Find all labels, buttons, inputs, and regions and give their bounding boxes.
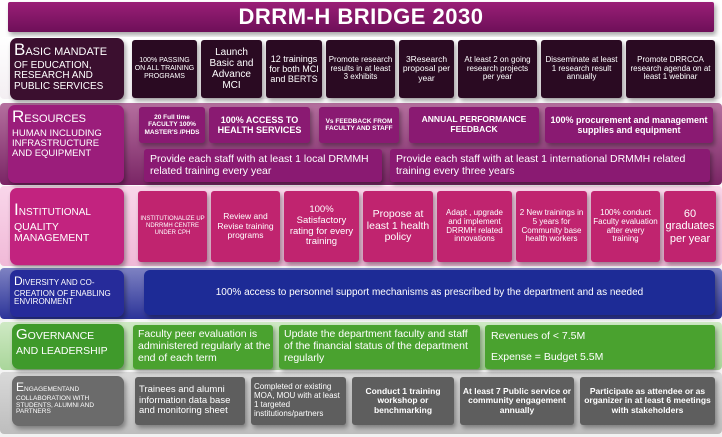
engagement-cell: Participate as attendee or as organizer …	[580, 377, 715, 425]
engagement-cell: Completed or existing MOA, MOU with at l…	[251, 377, 346, 425]
label-rest: ESOURCES	[24, 113, 87, 125]
label-sub: COLLABORATION WITH STUDENTS, ALUMNI AND …	[16, 394, 95, 416]
label-rest: IVERSITY AND CO-	[22, 278, 95, 287]
basic-cell: 100% PASSING ON ALL TRAINING PROGRAMS	[132, 40, 197, 98]
label-cap: E	[16, 380, 25, 394]
institutional-cell: 60 graduates per year	[664, 191, 716, 262]
label-sub: HUMAN INCLUDING INFRASTRUCTURE AND EQUIP…	[12, 127, 102, 159]
basic-cell: 12 trainings for both MCI and BERTS	[266, 40, 322, 98]
governance-cell: Faculty peer evaluation is administered …	[133, 325, 273, 369]
institutional-cell: 100% Satisfactory rating for every train…	[284, 191, 359, 262]
basic-cell: Disseminate at least 1 research result a…	[541, 40, 622, 98]
resources-cell: Vs FEEDBACK FROM FACULTY AND STAFF	[319, 107, 399, 143]
institutional-cell: Review and Revise training programs	[211, 191, 280, 262]
institutional-cell: INSTITUTIONALIZE UP NDRRMH CENTRE UNDER …	[138, 191, 207, 262]
label-sub: CREATION OF ENABLING ENVIRONMENT	[14, 288, 111, 307]
diversity-cell: 100% access to personnel support mechani…	[144, 270, 715, 315]
institutional-cell: 100% conduct Faculty evaluation after ev…	[591, 191, 660, 262]
basic-cell: Promote research results in at least 3 e…	[326, 40, 395, 98]
label-rest: NGAGEMENTAND	[24, 386, 80, 393]
label-sub: QUALITY MANAGEMENT	[14, 220, 90, 244]
institutional-cell: 2 New trainings in 5 years for Community…	[516, 191, 587, 262]
institutional-cell: Propose at least 1 health policy	[363, 191, 433, 262]
row-label-institutional: INSTITUTIONAL QUALITY MANAGEMENT	[10, 188, 124, 265]
resources-cell: 100% procurement and management supplies…	[545, 107, 713, 143]
resources-cell: 20 Full time FACULTY 100% MASTER'S /PHDS	[139, 107, 205, 143]
revenue-text: Revenues of < 7.5M	[491, 329, 586, 342]
row-label-diversity: DIVERSITY AND CO- CREATION OF ENABLING E…	[10, 270, 124, 317]
resources-cell: 100% ACCESS TO HEALTH SERVICES	[209, 107, 310, 143]
basic-cell: Promote DRRCCA research agenda on at lea…	[626, 40, 715, 98]
label-cap: B	[14, 40, 26, 59]
row-label-governance: GOVERNANCE AND LEADERSHIP	[12, 324, 124, 369]
engagement-cell: Trainees and alumni information data bas…	[135, 377, 245, 425]
resources-wide-cell: Provide each staff with at least 1 local…	[144, 149, 382, 182]
governance-budget-cell: Revenues of < 7.5M Expense = Budget 5.5M	[485, 325, 715, 369]
label-sub: AND LEADERSHIP	[16, 344, 108, 357]
label-rest: ASIC MANDATE	[25, 46, 108, 58]
label-cap: G	[16, 326, 28, 343]
basic-cell: Launch Basic and Advance MCI	[201, 40, 262, 98]
engagement-cell: At least 7 Public service or community e…	[460, 377, 574, 425]
engagement-cell: Conduct 1 training workshop or benchmark…	[352, 377, 454, 425]
row-label-basic: BASIC MANDATE OF EDUCATION, RESEARCH AND…	[10, 38, 124, 100]
label-rest: NSTITUTIONAL	[18, 207, 91, 218]
basic-cell: At least 2 on going research projects pe…	[458, 40, 537, 98]
basic-cell: 3Research proposal per year	[399, 40, 454, 98]
governance-cell: Update the department faculty and staff …	[279, 325, 480, 369]
label-cap: D	[14, 274, 23, 288]
row-label-resources: RESOURCES HUMAN INCLUDING INFRASTRUCTURE…	[8, 105, 124, 183]
resources-cell: ANNUAL PERFORMANCE FEEDBACK	[409, 107, 539, 143]
label-cap: I	[14, 200, 19, 219]
label-cap: R	[12, 107, 25, 126]
row-label-engagement: ENGAGEMENTAND COLLABORATION WITH STUDENT…	[12, 376, 124, 426]
institutional-cell: Adapt , upgrade and implement DRRMH rela…	[437, 191, 512, 262]
expense-text: Expense = Budget 5.5M	[491, 350, 604, 363]
label-rest: OVERNANCE	[27, 330, 95, 342]
label-sub: OF EDUCATION, RESEARCH AND PUBLIC SERVIC…	[14, 59, 104, 92]
resources-wide-cell: Provide each staff with at least 1 inter…	[390, 149, 710, 182]
page-title: DRRM-H BRIDGE 2030	[8, 2, 714, 32]
